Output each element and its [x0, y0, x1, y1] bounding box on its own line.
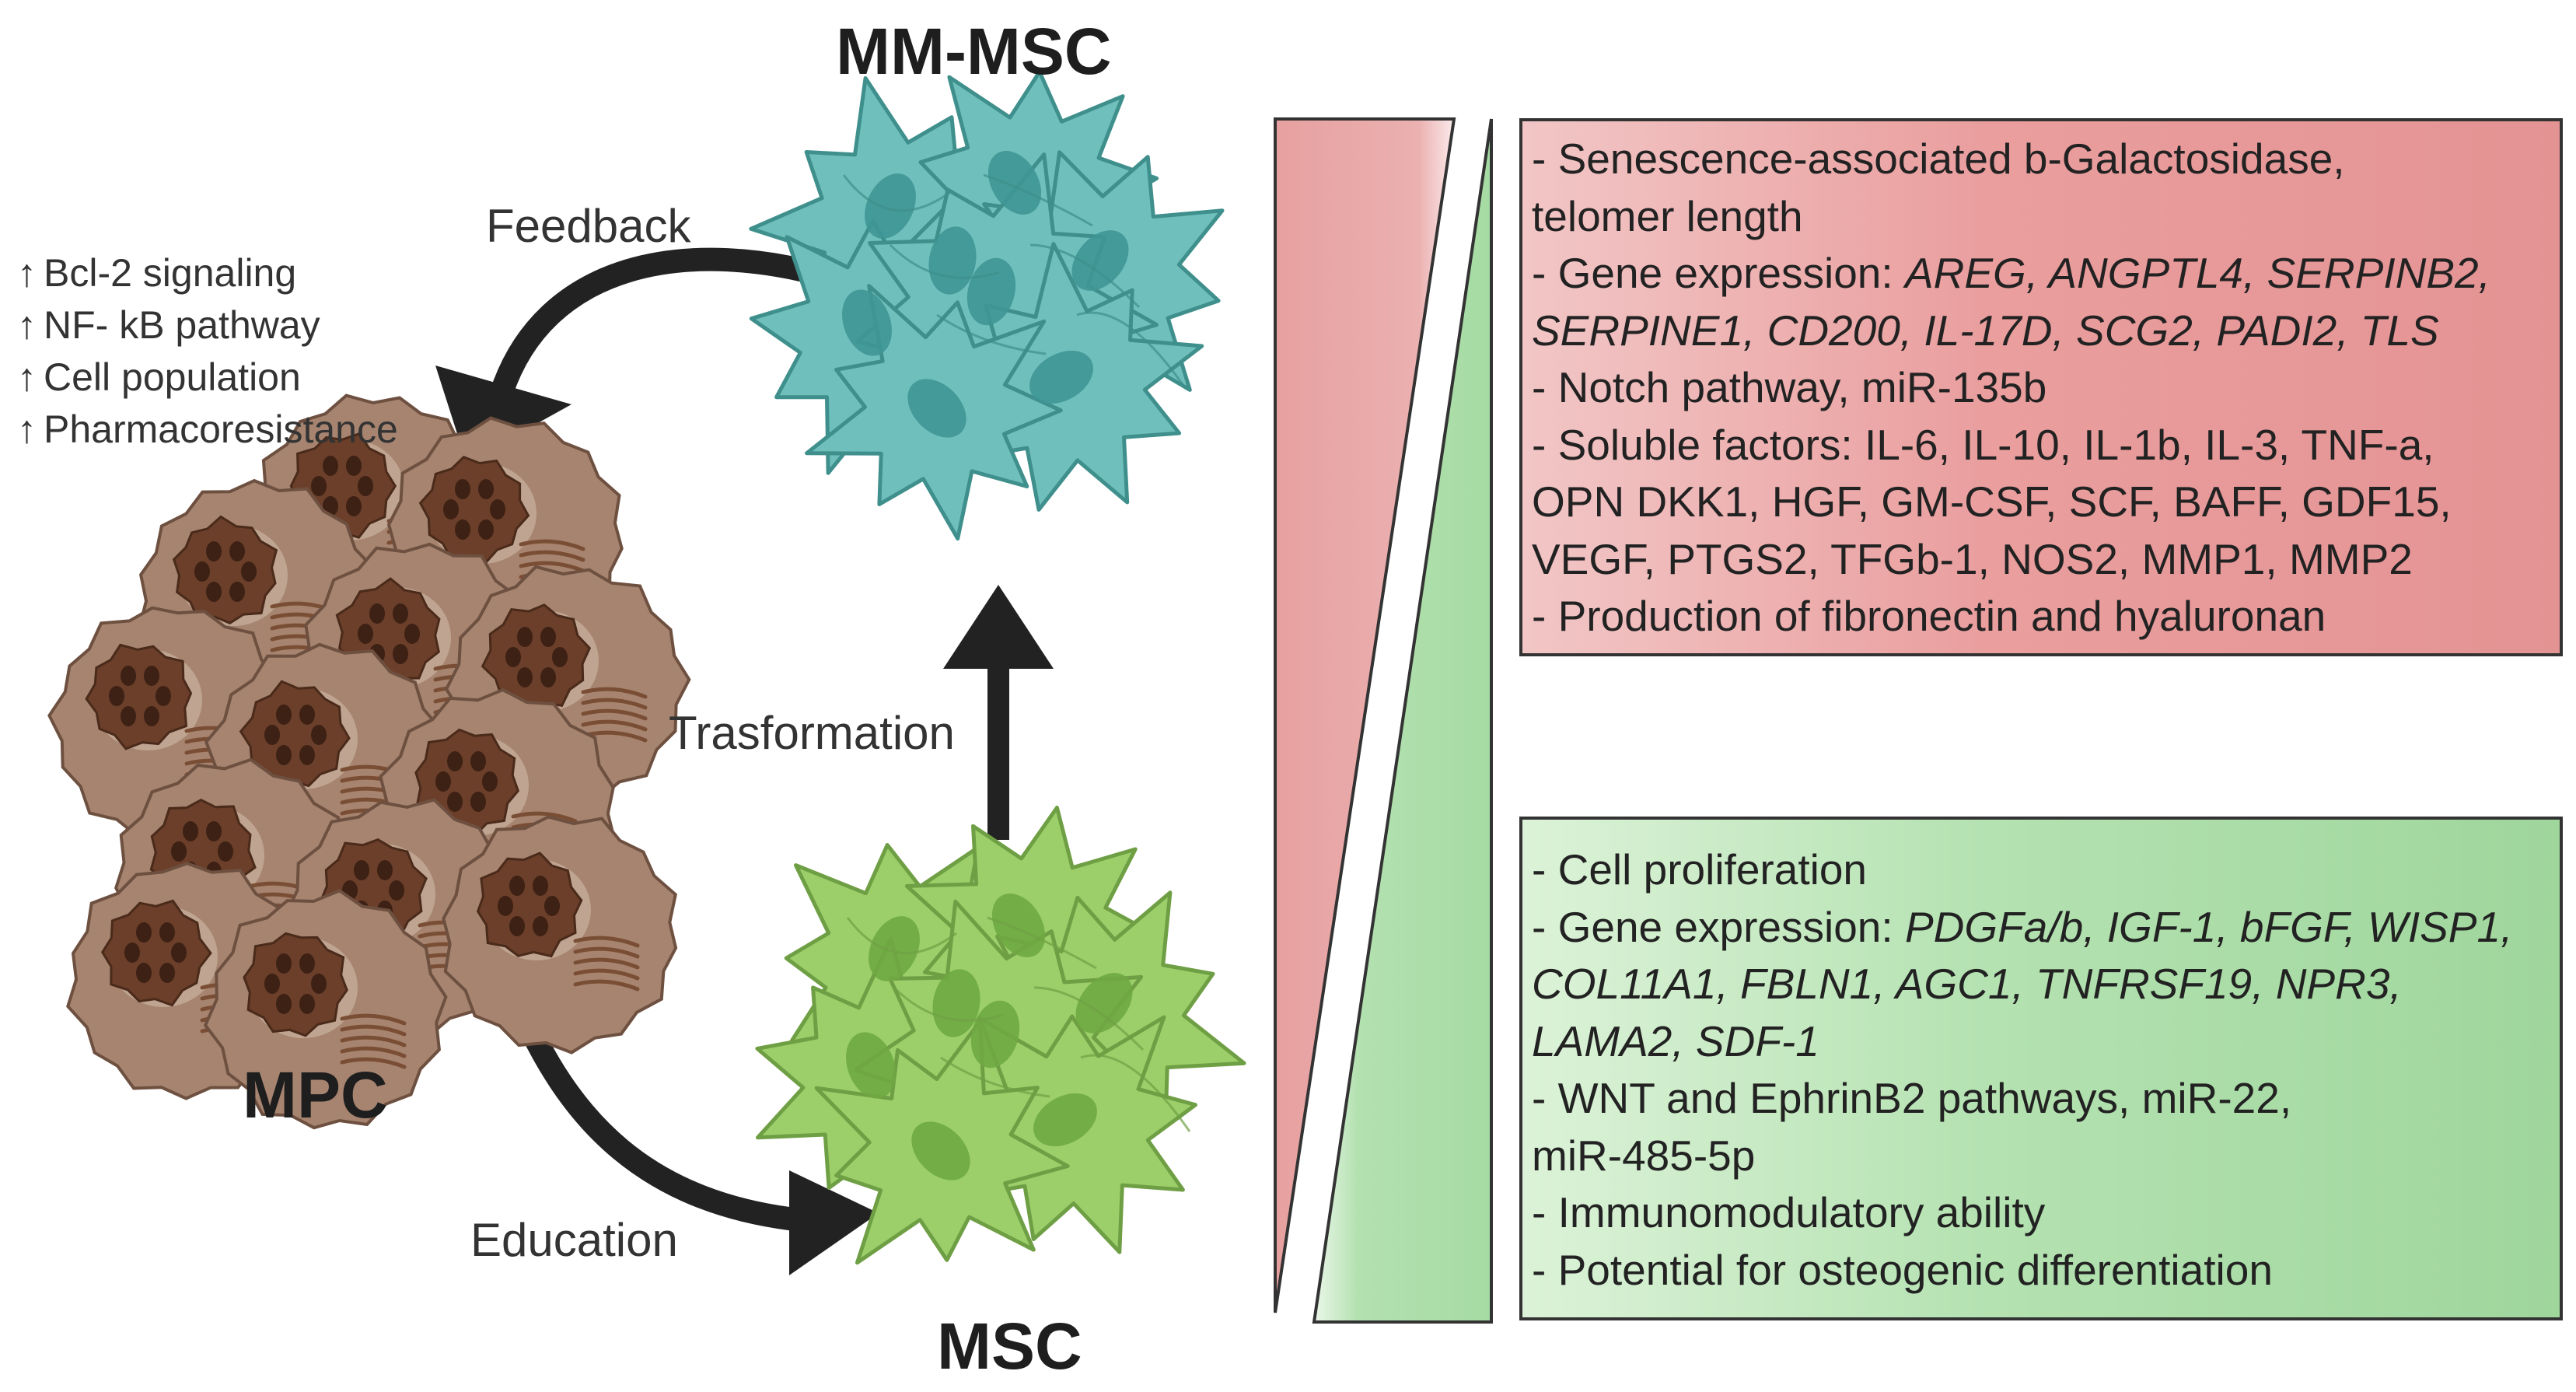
- transformation-arrowhead: [943, 585, 1054, 669]
- mpc-effect-item: ↑NF- kB pathway: [17, 299, 398, 351]
- mm-msc-feature-line: telomer length: [1532, 191, 1803, 240]
- nucleus: [987, 151, 1042, 215]
- mm-msc-feature-line: OPN DKK1, HGF, GM-CSF, SCF, BAFF, GDF15,: [1532, 477, 2452, 526]
- msc-feature-line: - Immunomodulatory ability: [1532, 1188, 2046, 1236]
- mpc-effect-item: ↑Pharmacoresistance: [17, 404, 398, 456]
- mpc-effect-item: ↑Bcl-2 signaling: [17, 247, 398, 299]
- mm-msc-feature-line: - Senescence-associated b-Galactosidase,: [1532, 135, 2345, 183]
- mm-msc-feature-line: - Gene expression: AREG, ANGPTL4, SERPIN…: [1532, 249, 2490, 297]
- msc-cell-illustration: [755, 806, 1246, 1265]
- feedback-label: Feedback: [486, 200, 691, 252]
- msc-feature-line: miR-485-5p: [1532, 1131, 1756, 1180]
- nucleus: [970, 1000, 1020, 1068]
- mm-msc-label: MM-MSC: [836, 15, 1112, 88]
- msc-features-box: - Cell proliferation - Gene expression: …: [1519, 817, 2563, 1320]
- mm-msc-features-box: - Senescence-associated b-Galactosidase,…: [1519, 118, 2563, 656]
- nucleus: [85, 643, 193, 750]
- mm-msc-feature-line: VEGF, PTGS2, TFGb-1, NOS2, MMP1, MMP2: [1532, 534, 2413, 583]
- msc-feature-line: - WNT and EphrinB2 pathways, miR-22,: [1532, 1074, 2292, 1122]
- nucleus: [1033, 1093, 1097, 1147]
- nucleus: [1029, 350, 1093, 404]
- nucleus: [481, 603, 592, 714]
- education-arrow: [506, 995, 810, 1233]
- msc-label: MSC: [937, 1310, 1082, 1383]
- msc-feature-line: COL11A1, FBLN1, AGC1, TNFRSF19, NPR3,: [1532, 960, 2402, 1008]
- msc-feature-line: - Potential for osteogenic differentiati…: [1532, 1245, 2273, 1294]
- msc-feature-line: LAMA2, SDF-1: [1532, 1016, 1819, 1065]
- nucleus: [476, 852, 583, 958]
- nucleus: [991, 894, 1046, 957]
- up-arrow-icon: ↑: [17, 251, 37, 295]
- transformation-label: Trasformation: [669, 707, 955, 759]
- mm-msc-gradient-wedge: [1274, 117, 1456, 1313]
- nucleus: [842, 289, 892, 356]
- nucleus: [907, 379, 966, 438]
- nucleus: [172, 515, 278, 624]
- mm-msc-feature-line: SERPINE1, CD200, IL-17D, SCG2, PADI2, TL…: [1532, 306, 2439, 355]
- mm-msc-cell-illustration: [749, 69, 1225, 541]
- mpc-effects-list: ↑Bcl-2 signaling ↑NF- kB pathway ↑Cell p…: [17, 247, 398, 456]
- education-label: Education: [470, 1214, 678, 1266]
- up-arrow-icon: ↑: [17, 303, 37, 347]
- nucleus: [865, 173, 916, 239]
- mm-msc-feature-line: - Production of fibronectin and hyaluron…: [1532, 592, 2326, 640]
- nucleus: [418, 456, 530, 565]
- feedback-arrow: [490, 247, 844, 397]
- mpc-cell-cluster: [47, 393, 691, 1130]
- nucleus: [966, 257, 1016, 326]
- mm-msc-feature-line: - Notch pathway, miR-135b: [1532, 363, 2047, 411]
- msc-feature-line: - Cell proliferation: [1532, 845, 1868, 894]
- nucleus: [243, 932, 348, 1037]
- mm-msc-feature-line: - Soluble factors: IL-6, IL-10, IL-1b, I…: [1532, 420, 2434, 469]
- msc-gradient-wedge: [1312, 118, 1493, 1324]
- nucleus: [846, 1032, 896, 1099]
- mpc-effect-item: ↑Cell population: [17, 351, 398, 404]
- nucleus: [1075, 973, 1133, 1034]
- up-arrow-icon: ↑: [17, 407, 37, 451]
- nucleus: [911, 1121, 970, 1180]
- education-arrowhead: [789, 1170, 879, 1275]
- transformation-arrow: [987, 653, 1009, 840]
- mpc-label: MPC: [243, 1058, 388, 1131]
- up-arrow-icon: ↑: [17, 355, 37, 399]
- nucleus: [869, 916, 920, 981]
- nucleus: [100, 899, 212, 1007]
- msc-feature-line: - Gene expression: PDGFa/b, IGF-1, bFGF,…: [1532, 902, 2513, 951]
- nucleus: [1071, 230, 1129, 291]
